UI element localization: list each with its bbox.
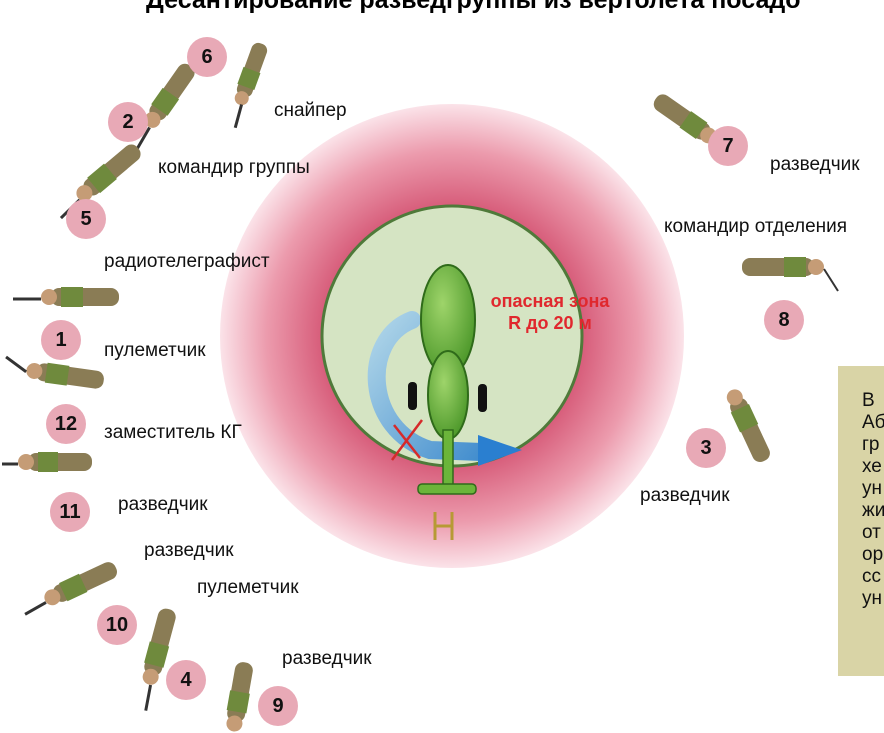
role-label-1: пулеметчик: [104, 340, 206, 362]
position-badge-6: 6: [187, 37, 227, 77]
role-label-4: пулеметчик: [197, 577, 299, 599]
position-badge-4: 4: [166, 660, 206, 700]
role-label-11: разведчик: [118, 494, 208, 516]
soldier-icon-6: [223, 41, 270, 130]
role-label-2: командир группы: [158, 157, 310, 179]
role-label-10: разведчик: [144, 540, 234, 562]
role-label-5: радиотелеграфист: [104, 251, 270, 273]
info-line: ор: [862, 544, 883, 566]
role-label-3: разведчик: [640, 485, 730, 507]
info-line: ун: [862, 478, 882, 500]
soldier-icon-8: [742, 257, 838, 291]
info-line: Аб: [862, 412, 884, 434]
info-box: В Аб гр хе ун жи от ор сс ун: [838, 366, 884, 676]
soldier-icon-3: [722, 386, 773, 465]
role-label-7: разведчик: [770, 154, 860, 176]
role-label-9: разведчик: [282, 648, 372, 670]
role-label-12: заместитель КГ: [104, 422, 242, 444]
position-badge-11: 11: [50, 492, 90, 532]
position-badge-3: 3: [686, 428, 726, 468]
position-badge-7: 7: [708, 126, 748, 166]
position-badge-2: 2: [108, 102, 148, 142]
position-badge-10: 10: [97, 605, 137, 645]
info-line: сс: [862, 566, 881, 588]
soldier-icon-1: [13, 287, 119, 307]
position-badge-8: 8: [764, 300, 804, 340]
info-line: от: [862, 522, 881, 544]
position-badge-12: 12: [46, 404, 86, 444]
role-label-6: снайпер: [274, 100, 347, 122]
soldier-icon-9: [223, 661, 255, 733]
info-line: жи: [862, 500, 884, 522]
info-line: ун: [862, 588, 882, 610]
soldier-icon-4: [132, 607, 178, 713]
soldier-icon-12: [3, 357, 105, 391]
position-badge-1: 1: [41, 320, 81, 360]
position-badge-9: 9: [258, 686, 298, 726]
info-line: В: [862, 390, 875, 412]
info-line: хе: [862, 456, 882, 478]
position-badge-5: 5: [66, 199, 106, 239]
info-line: гр: [862, 434, 880, 456]
role-label-8: командир отделения: [664, 216, 847, 238]
soldier-icon-11: [2, 452, 92, 472]
